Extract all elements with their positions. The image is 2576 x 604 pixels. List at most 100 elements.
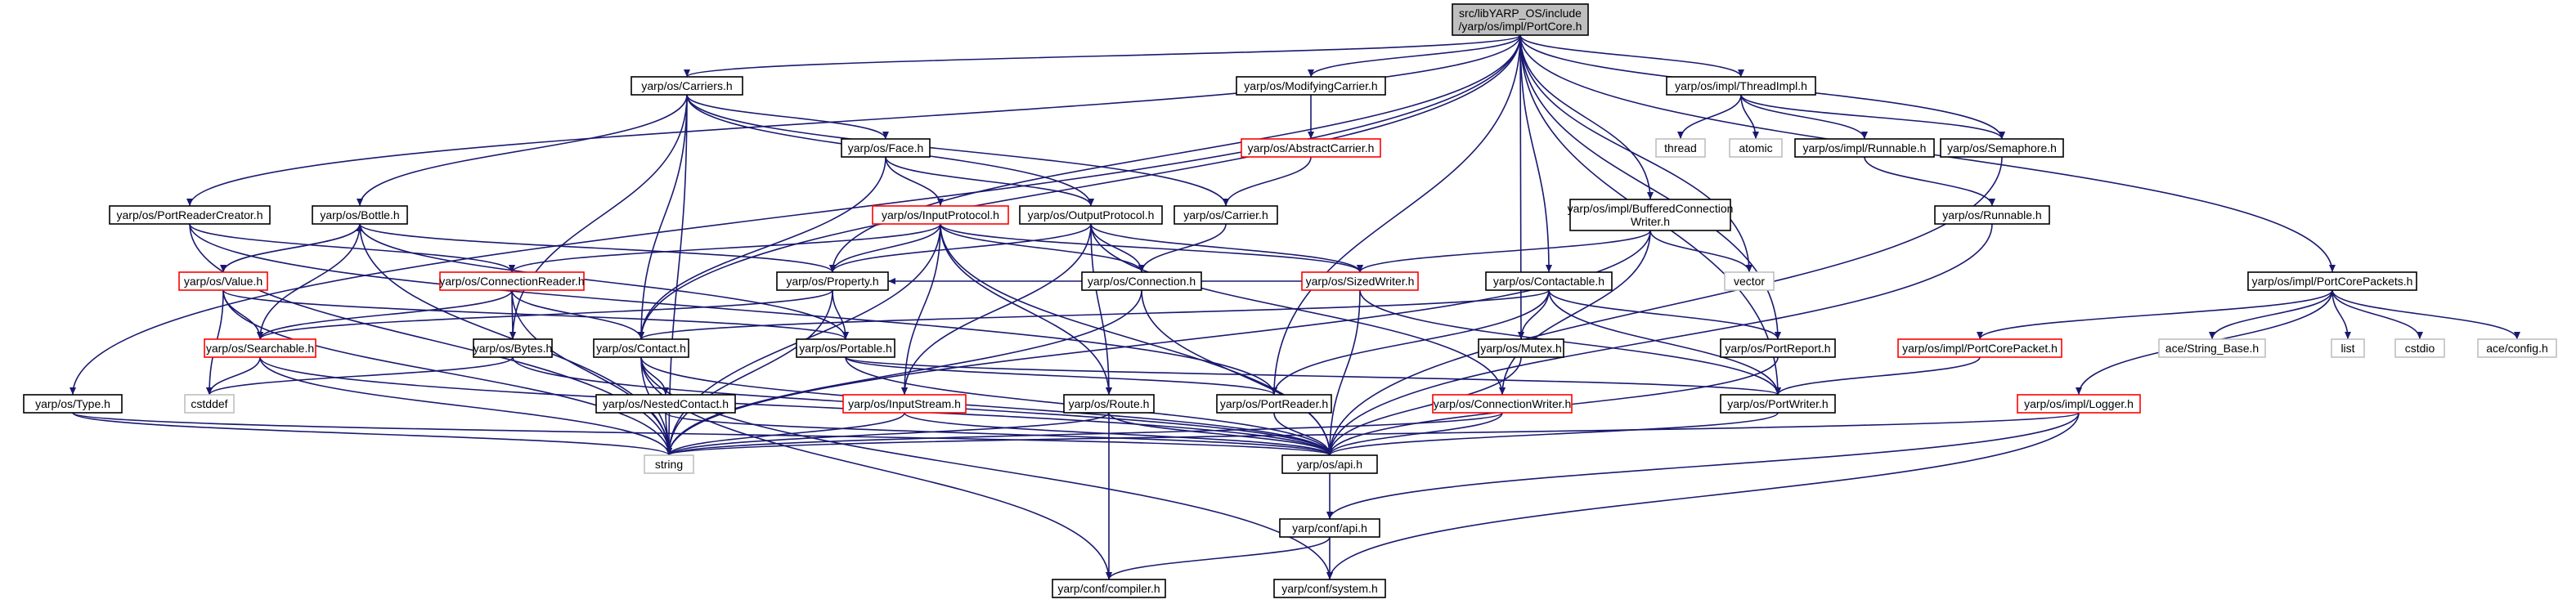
edge-logger-to-system [1326, 412, 2080, 580]
edge-portcorepackets-to-portcorepacket [1977, 289, 2333, 340]
node-label: yarp/os/Route.h [1069, 397, 1150, 410]
node-connectionwriter[interactable]: yarp/os/ConnectionWriter.h [1432, 394, 1573, 414]
edge-portreadercreator-to-portreader [189, 223, 1277, 396]
node-label: list [2340, 342, 2354, 355]
node-searchable[interactable]: yarp/os/Searchable.h [204, 338, 316, 358]
node-acestringbase[interactable]: ace/String_Base.h [2158, 338, 2266, 358]
edge-contactable-to-mutex [1518, 289, 1550, 340]
node-label: yarp/os/Contactable.h [1493, 275, 1604, 288]
edge-route-to-osapi [1108, 412, 1333, 456]
node-label: yarp/os/PortReport.h [1725, 342, 1830, 355]
node-vector[interactable]: vector [1724, 271, 1775, 291]
node-label: yarp/os/PortReaderCreator.h [117, 208, 263, 221]
edge-root-to-contact [638, 34, 1521, 340]
node-runnable[interactable]: yarp/os/Runnable.h [1934, 205, 2050, 225]
node-root[interactable]: src/libYARP_OS/include/yarp/os/impl/Port… [1452, 3, 1589, 36]
edge-runnableimpl-to-runnable [1864, 156, 1995, 207]
node-label: ace/String_Base.h [2165, 342, 2259, 355]
node-label: yarp/os/Contact.h [596, 342, 686, 355]
node-cstddef[interactable]: cstddef [184, 394, 235, 414]
node-property[interactable]: yarp/os/Property.h [776, 271, 889, 291]
node-inputstream[interactable]: yarp/os/InputStream.h [842, 394, 967, 414]
node-label: cstdio [2405, 342, 2435, 355]
node-outputprotocol[interactable]: yarp/os/OutputProtocol.h [1019, 205, 1163, 225]
node-label: yarp/os/impl/PortCorePackets.h [2252, 275, 2413, 288]
edge-inputstream-to-string [666, 412, 905, 456]
edge-root-to-property [829, 34, 1521, 273]
edge-confapi-to-compiler [1106, 536, 1331, 580]
node-label: yarp/os/Carrier.h [1183, 208, 1268, 221]
node-value[interactable]: yarp/os/Value.h [178, 271, 268, 291]
edge-carriers-to-bytes [509, 94, 688, 340]
node-system[interactable]: yarp/conf/system.h [1273, 579, 1386, 598]
node-type[interactable]: yarp/os/Type.h [23, 394, 123, 414]
node-abstractcarrier[interactable]: yarp/os/AbstractCarrier.h [1241, 138, 1381, 158]
node-portreport[interactable]: yarp/os/PortReport.h [1720, 338, 1836, 358]
node-label: yarp/os/Portable.h [799, 342, 892, 355]
edge-portable-to-portreader [845, 356, 1277, 396]
node-carrier[interactable]: yarp/os/Carrier.h [1174, 205, 1278, 225]
node-label: yarp/os/impl/Runnable.h [1803, 141, 1927, 154]
node-label: yarp/os/Bytes.h [473, 342, 553, 355]
edge-carriers-to-bottle [357, 94, 688, 207]
node-threadimpl[interactable]: yarp/os/impl/ThreadImpl.h [1666, 76, 1816, 96]
node-portcorepacket[interactable]: yarp/os/impl/PortCorePacket.h [1897, 338, 2062, 358]
node-portcorepackets[interactable]: yarp/os/impl/PortCorePackets.h [2247, 271, 2417, 291]
node-cstdio[interactable]: cstdio [2394, 338, 2445, 358]
node-list[interactable]: list [2331, 338, 2365, 358]
edge-carriers-to-face [686, 94, 889, 140]
edge-root-to-bufferedconnwriter [1519, 34, 1654, 200]
edge-searchable-to-cstddef [206, 356, 261, 396]
node-label: yarp/conf/system.h [1281, 582, 1378, 595]
node-nestedcontact[interactable]: yarp/os/NestedContact.h [595, 394, 736, 414]
node-connectionreader[interactable]: yarp/os/ConnectionReader.h [439, 271, 585, 291]
edge-outputprotocol-to-sizedwriter [1090, 223, 1363, 273]
node-logger[interactable]: yarp/os/impl/Logger.h [2017, 394, 2141, 414]
edge-bottle-to-portable [359, 223, 849, 340]
node-route[interactable]: yarp/os/Route.h [1063, 394, 1155, 414]
dependency-edges [70, 34, 2520, 580]
node-connection[interactable]: yarp/os/Connection.h [1081, 271, 1202, 291]
node-contact[interactable]: yarp/os/Contact.h [593, 338, 689, 358]
edge-root-to-modifyingcarrier [1308, 34, 1521, 78]
node-bottle[interactable]: yarp/os/Bottle.h [312, 205, 408, 225]
node-sizedwriter[interactable]: yarp/os/SizedWriter.h [1301, 271, 1419, 291]
edge-root-to-mutex [1517, 34, 1524, 340]
edge-nestedcontact-to-osapi [665, 412, 1333, 456]
edge-connection-to-osapi [1141, 289, 1333, 456]
node-modifyingcarrier[interactable]: yarp/os/ModifyingCarrier.h [1236, 76, 1386, 96]
node-confapi[interactable]: yarp/conf/api.h [1279, 518, 1380, 538]
node-mutex[interactable]: yarp/os/Mutex.h [1478, 338, 1564, 358]
node-label: yarp/conf/compiler.h [1057, 582, 1160, 595]
node-portreadercreator[interactable]: yarp/os/PortReaderCreator.h [109, 205, 271, 225]
node-contactable[interactable]: yarp/os/Contactable.h [1485, 271, 1613, 291]
node-label: src/libYARP_OS/include [1459, 7, 1582, 20]
node-portwriter[interactable]: yarp/os/PortWriter.h [1720, 394, 1836, 414]
node-osapi[interactable]: yarp/os/api.h [1281, 454, 1378, 474]
node-inputprotocol[interactable]: yarp/os/InputProtocol.h [872, 205, 1009, 225]
node-portreader[interactable]: yarp/os/PortReader.h [1216, 394, 1332, 414]
edge-mutex-to-osapi [1326, 356, 1522, 456]
node-atomic[interactable]: atomic [1729, 138, 1783, 158]
edge-contact-to-osapi [640, 356, 1333, 456]
edge-sizedwriter-to-portwriter [1359, 289, 1781, 396]
node-bytes[interactable]: yarp/os/Bytes.h [473, 338, 553, 358]
node-string[interactable]: string [644, 454, 694, 474]
node-runnableimpl[interactable]: yarp/os/impl/Runnable.h [1794, 138, 1935, 158]
node-compiler[interactable]: yarp/conf/compiler.h [1052, 579, 1166, 598]
node-thread[interactable]: thread [1655, 138, 1706, 158]
node-label: yarp/os/impl/Logger.h [2024, 397, 2134, 410]
edge-root-to-threadimpl [1519, 34, 1744, 78]
node-face[interactable]: yarp/os/Face.h [841, 138, 931, 158]
edge-abstractcarrier-to-carrier [1223, 156, 1312, 207]
edge-contact-to-system [640, 356, 1333, 580]
edge-threadimpl-to-atomic [1740, 94, 1759, 140]
edge-face-to-contact [638, 156, 886, 340]
node-portable[interactable]: yarp/os/Portable.h [796, 338, 895, 358]
node-carriers[interactable]: yarp/os/Carriers.h [631, 76, 743, 96]
node-semaphore[interactable]: yarp/os/Semaphore.h [1940, 138, 2064, 158]
edge-connectionreader-to-searchable [257, 289, 513, 340]
node-aceconfig[interactable]: ace/config.h [2477, 338, 2557, 358]
